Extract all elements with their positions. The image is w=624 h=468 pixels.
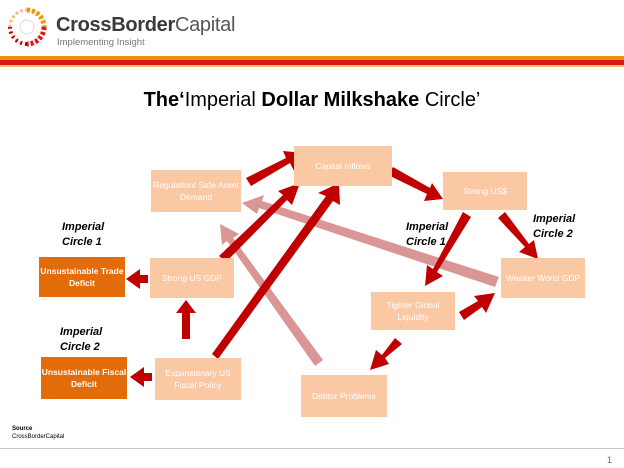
node-regulation-safe-asset-demand: Regulation/ Safe Asset Demand xyxy=(151,170,241,212)
slide-title: The‘Imperial Dollar Milkshake Circle’ xyxy=(0,89,624,112)
light-arrows xyxy=(220,195,499,366)
arrow-strong-gdp-to-capital-inflows xyxy=(219,183,300,262)
node-strong-usd: Strong US$ xyxy=(443,172,527,210)
source-text: CrossBorderCapital xyxy=(12,434,65,440)
source-note: Source CrossBorderCapital xyxy=(12,425,64,441)
node-debtor-problems: Debtor Problems xyxy=(301,375,387,417)
title-suffix: Circle’ xyxy=(419,89,481,111)
label-imperial-circle-2-left: Imperial Circle 2 xyxy=(60,326,103,353)
arrow-expansionary-to-capital-inflows xyxy=(212,183,340,359)
arrow-tighter-liquidity-to-debtor xyxy=(370,338,402,370)
brand-bold: CrossBorder xyxy=(56,14,175,36)
node-weaker-world-gdp: Weaker World GDP xyxy=(501,258,585,298)
title-prefix: The‘ xyxy=(143,89,185,111)
node-strong-us-gdp: Strong US GDP xyxy=(150,258,234,298)
brand-name: CrossBorderCapital xyxy=(56,14,235,37)
page-number: 1 xyxy=(607,455,613,465)
node-unsustainable-fiscal-deficit: Unsustainable Fiscal Deficit xyxy=(41,357,127,399)
arrow-strong-usd-to-tighter-liquidity xyxy=(425,212,471,286)
brand-tagline: Implementing Insight xyxy=(57,37,145,48)
arrow-capital-inflows-to-strong-usd xyxy=(388,167,443,201)
header-stripe-red xyxy=(0,60,624,65)
arrow-strong-gdp-to-trade-deficit xyxy=(126,269,148,289)
brand-light: Capital xyxy=(174,14,236,36)
arrow-regulation-to-capital-inflows xyxy=(246,151,304,186)
label-imperial-circle-1-left: Imperial Circle 1 xyxy=(62,221,105,248)
label-imperial-circle-1-mid: Imperial Circle 1 xyxy=(406,221,449,248)
node-tighter-global-liquidity: Tighter Global Liquidity xyxy=(371,292,455,330)
footer-divider xyxy=(0,448,624,449)
label-imperial-circle-2-right: Imperial Circle 2 xyxy=(533,213,576,240)
node-expansionary-us-fiscal-policy: Expansionary US Fiscal Policy xyxy=(155,358,241,400)
arrow-weaker-gdp-to-regulation xyxy=(242,195,499,287)
arrow-strong-usd-to-weaker-gdp xyxy=(498,212,538,259)
title-word1: Imperial xyxy=(184,89,262,111)
node-capital-inflows: Capital Inflows xyxy=(294,146,392,186)
header-stripe-orange xyxy=(0,56,624,60)
dark-arrows xyxy=(126,151,538,387)
source-heading: Source xyxy=(12,426,33,432)
crossbordercapital-logo-icon xyxy=(8,7,47,47)
arrow-tighter-liquidity-to-weaker-gdp xyxy=(459,293,495,320)
arrow-expansionary-to-fiscal-deficit xyxy=(130,367,152,387)
arrow-expansionary-to-strong-gdp xyxy=(176,300,196,339)
node-unsustainable-trade-deficit: Unsustainable Trade Deficit xyxy=(39,257,125,297)
title-word2: Dollar Milkshake xyxy=(261,89,420,111)
header-stripe-yellow xyxy=(0,65,624,67)
arrow-debtor-to-regulation xyxy=(220,224,323,366)
